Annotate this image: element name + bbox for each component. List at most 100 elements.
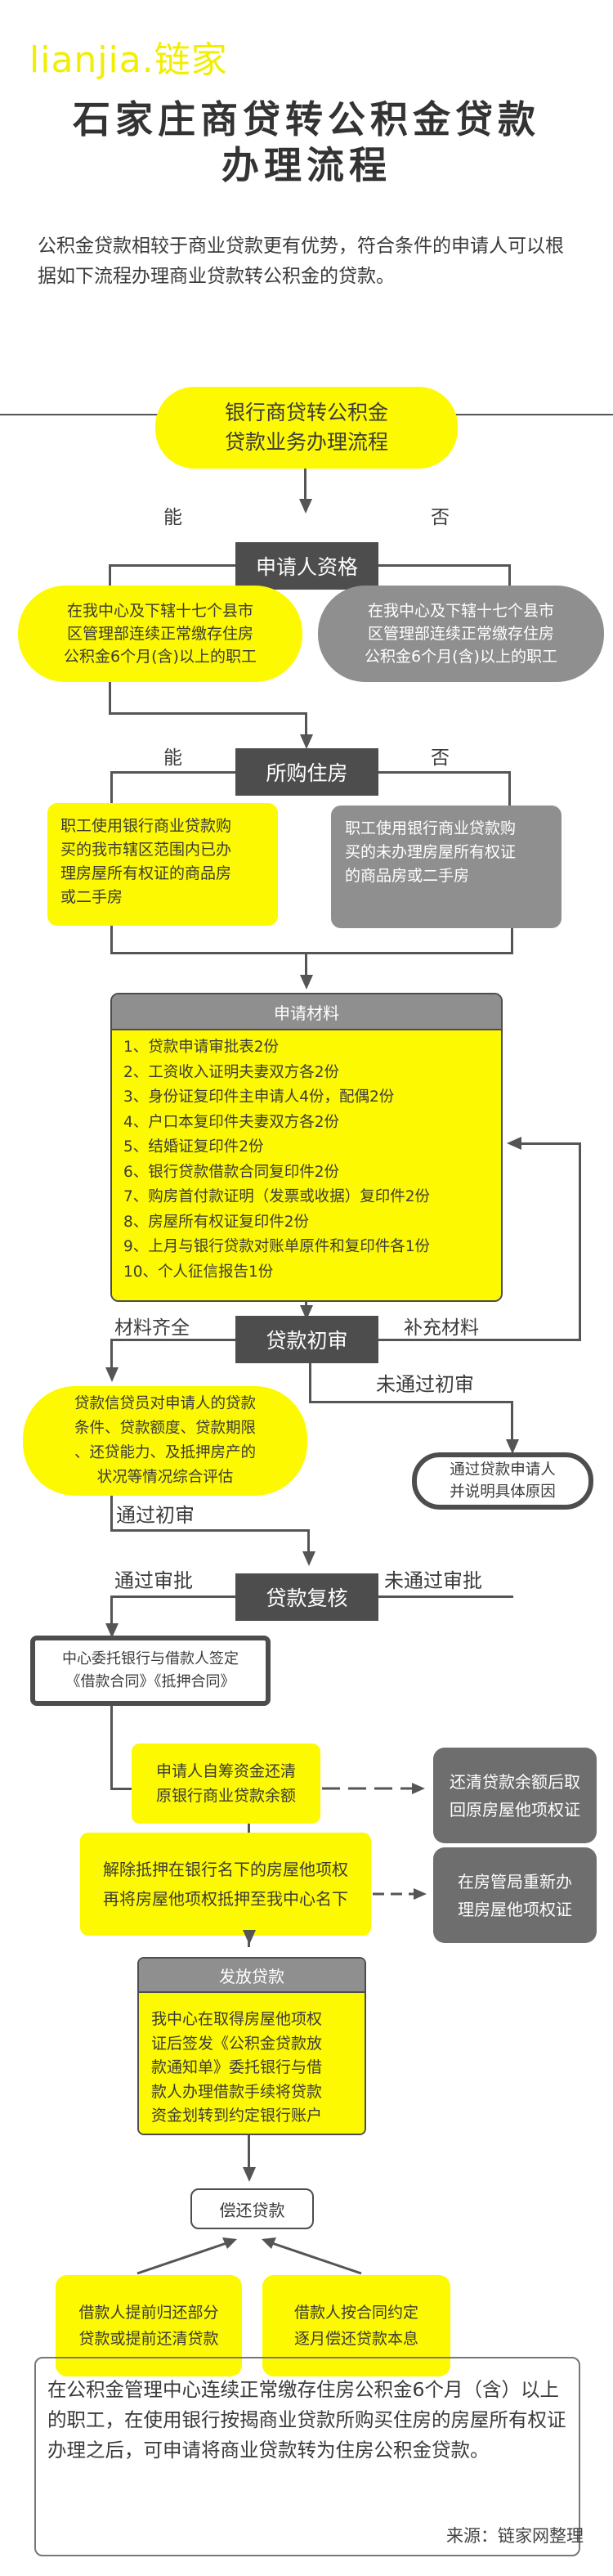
box-line: 并说明具体原因 [450, 1483, 556, 1501]
repay-early-box: 借款人提前归还部分 贷款或提前还清贷款 [56, 2275, 242, 2376]
box-line: 或二手房 [60, 888, 123, 906]
box-line: 款通知单》委托银行与借 [151, 2058, 323, 2076]
box-line: 申请人自筹资金还清 [155, 1762, 296, 1780]
connector [110, 771, 113, 804]
arrow-down-icon [300, 975, 313, 990]
connector [110, 926, 113, 954]
materials-item: 9、上月与银行贷款对账单原件和复印件各1份 [123, 1238, 431, 1255]
box-line: 理房屋他项权证 [458, 1899, 572, 1919]
box-line: 贷款或提前还清贷款 [78, 2330, 219, 2348]
box-line: 资金划转到约定银行账户 [151, 2107, 323, 2125]
box-line: 、还贷能力、及抵押房产的 [74, 1444, 256, 1461]
box-line: 通过贷款申请人 [450, 1461, 556, 1479]
box-line: 回原房屋他项权证 [450, 1799, 580, 1820]
materials-item: 3、身份证复印件主申请人4份，配偶2份 [123, 1088, 395, 1106]
step2-purchased-housing: 所购住房 [235, 748, 378, 796]
connector [109, 712, 307, 715]
connector [110, 1496, 113, 1532]
box-line: 区管理部连续正常缴存住房 [367, 625, 554, 643]
box-line: 我中心在取得房屋他项权 [151, 2010, 323, 2028]
step3-fail-label: 未通过初审 [376, 1373, 474, 1396]
materials-item: 6、银行贷款借款合同复印件2份 [123, 1163, 340, 1181]
materials-card: 申请材料 1、贷款申请审批表2份 2、工资收入证明夫妻双方各2份 3、身份证复印… [110, 993, 503, 1302]
connector [110, 771, 235, 774]
materials-item: 8、房屋所有权证复印件2份 [123, 1213, 310, 1231]
dashed-arrow-right-icon [373, 1888, 427, 1900]
connector [378, 1595, 513, 1598]
box-line: 区管理部连续正常缴存住房 [66, 625, 253, 643]
box-line: 还清贷款余额后取 [450, 1771, 580, 1792]
materials-item: 5、结婚证复印件2份 [123, 1138, 264, 1156]
start-line-1: 银行商贷转公积金 [224, 401, 388, 424]
connector [110, 1339, 235, 1341]
step4-fail-label: 未通过审批 [384, 1569, 482, 1592]
connector [511, 1401, 513, 1442]
arrow-down-icon [243, 2167, 256, 2182]
source-credit: 来源：链家网整理 [446, 2526, 584, 2546]
arrow-left-icon [507, 1137, 521, 1150]
step2-no-box: 职工使用银行商业贷款购 买的未办理房屋所有权证 的商品房或二手房 [331, 806, 562, 928]
step3-initial-review: 贷款初审 [235, 1316, 378, 1363]
materials-item: 10、个人征信报告1份 [123, 1263, 274, 1281]
converging-arrows-icon [136, 2237, 362, 2275]
box-line: 中心委托银行与借款人签定 [62, 1650, 239, 1667]
connector [110, 952, 513, 954]
connector [378, 771, 511, 774]
summary-note: 在公积金管理中心连续正常缴存住房公积金6个月（含）以上的职工，在使用银行按揭商业… [34, 2357, 580, 2556]
box-line: 条件、贷款额度、贷款期限 [74, 1420, 256, 1437]
materials-item: 7、购房首付款证明（发票或收据）复印件2份 [123, 1188, 431, 1205]
start-line-2: 贷款业务办理流程 [224, 430, 388, 454]
connector [110, 1529, 309, 1532]
connector [508, 771, 511, 806]
box-line: 原银行商业贷款余额 [155, 1787, 296, 1805]
disburse-body: 我中心在取得房屋他项权 证后签发《公积金贷款放 款通知单》委托银行与借 款人办理… [139, 1993, 365, 2134]
box-line: 职工使用银行商业贷款购 [345, 819, 517, 837]
step3-materials-complete-label: 材料齐全 [114, 1317, 190, 1339]
connector [110, 1339, 113, 1370]
step1-no-box: 在我中心及下辖十七个县市 区管理部连续正常缴存住房 公积金6个月(含)以上的职工 [318, 586, 604, 682]
box-line: 贷款信贷员对申请人的贷款 [74, 1395, 256, 1412]
repay-side-box: 还清贷款余额后取 回原房屋他项权证 [433, 1748, 597, 1843]
connector [307, 1529, 310, 1554]
arrow-down-icon [506, 1439, 519, 1454]
connector [248, 2135, 250, 2170]
intro-text: 公积金贷款相较于商业贷款更有优势，符合条件的申请人可以根据如下流程办理商业贷款转… [38, 236, 564, 287]
box-line: 状况等情况综合评估 [96, 1469, 234, 1486]
step3-fail-box: 通过贷款申请人 并说明具体原因 [412, 1452, 593, 1510]
connector [110, 1788, 132, 1790]
connector [109, 682, 111, 715]
step3-supplement-label: 补充材料 [404, 1317, 479, 1339]
materials-header: 申请材料 [112, 994, 501, 1030]
connector [110, 1706, 113, 1789]
box-line: 证后签发《公积金贷款放 [151, 2034, 323, 2053]
box-line: 解除抵押在银行名下的房屋他项权 [103, 1860, 348, 1879]
box-line: 公积金6个月(含)以上的职工 [64, 648, 257, 666]
materials-item: 2、工资收入证明夫妻双方各2份 [123, 1063, 340, 1081]
step2-yes-box: 职工使用银行商业贷款购 买的我市辖区范围内已办 理房屋所有权证的商品房 或二手房 [47, 803, 278, 926]
box-line: 公积金6个月(含)以上的职工 [365, 648, 557, 666]
title-line-2: 办理流程 [221, 143, 392, 187]
step1-applicant-qualification: 申请人资格 [235, 542, 378, 590]
box-line: 借款人提前归还部分 [78, 2304, 219, 2322]
box-line: 《借款合同》《抵押合同》 [65, 1673, 235, 1690]
repay-monthly-box: 借款人按合同约定 逐月偿还贷款本息 [262, 2275, 450, 2376]
dashed-arrow-right-icon [322, 1783, 425, 1794]
connector [304, 469, 306, 501]
connector [305, 712, 307, 737]
divider-right [335, 414, 613, 415]
mortgage-side-box: 在房管局重新办 理房屋他项权证 [433, 1847, 597, 1943]
start-node: 银行商贷转公积金 贷款业务办理流程 [155, 387, 458, 469]
step4-loan-review: 贷款复核 [235, 1573, 378, 1621]
arrow-down-icon [243, 1930, 256, 1945]
box-line: 逐月偿还贷款本息 [293, 2330, 418, 2348]
box-line: 在我中心及下辖十七个县市 [367, 602, 554, 620]
arrow-down-icon [105, 1623, 119, 1638]
materials-list: 1、贷款申请审批表2份 2、工资收入证明夫妻双方各2份 3、身份证复印件主申请人… [112, 1030, 501, 1300]
connector [378, 1339, 581, 1341]
box-line: 的商品房或二手房 [345, 867, 470, 885]
arrow-down-icon [299, 499, 312, 514]
connector [511, 928, 513, 954]
step1-yes-box: 在我中心及下辖十七个县市 区管理部连续正常缴存住房 公积金6个月(含)以上的职工 [18, 586, 302, 682]
box-line: 款人办理借款手续将贷款 [151, 2082, 323, 2101]
title-line-1: 石家庄商贷转公积金贷款 [73, 97, 540, 141]
